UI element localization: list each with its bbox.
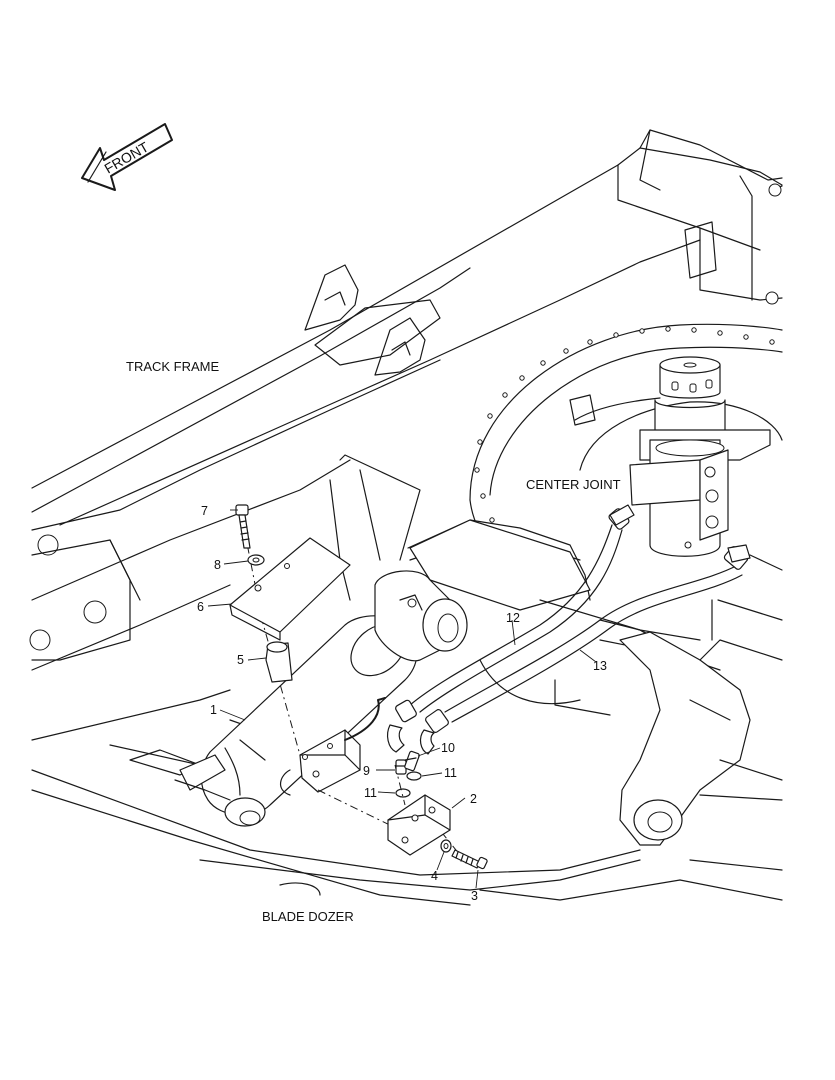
callout-2: 2 [470,792,477,806]
hose-13-upper [749,554,783,571]
callout-4: 4 [431,869,438,883]
part-3-screw [451,849,488,870]
callout-3: 3 [471,889,478,903]
center-joint-label: CENTER JOINT [526,477,621,492]
part-10-fitting [404,750,420,772]
callout-6: 6 [197,600,204,614]
centerline-block [317,789,401,831]
center-joint [629,356,771,557]
center-joint-fitting-left [609,504,635,526]
callout-1: 1 [210,703,217,717]
part-5-spacer [265,641,293,683]
callout-9: 9 [363,764,370,778]
callout-7: 7 [201,504,208,518]
callout-11-left: 11 [364,786,377,800]
callout-12: 12 [506,611,520,625]
callout-8: 8 [214,558,221,572]
lower-frame [31,454,783,906]
track-frame [29,129,783,671]
part-4-washer [440,839,452,853]
callout-11-right: 11 [444,766,457,780]
part-6-bracket [229,537,351,641]
part-7-bolt [235,504,251,549]
part-11-orings [395,771,422,798]
callout-13: 13 [593,659,607,673]
part-2-block [387,794,451,856]
part-8-washer [247,554,265,566]
blade-dozer-label: BLADE DOZER [262,909,354,924]
blade-cylinder [174,570,468,827]
track-frame-label: TRACK FRAME [126,359,220,374]
hose-12 [386,508,630,753]
callout-5: 5 [237,653,244,667]
callout-10: 10 [441,741,455,755]
leader-lines [207,509,597,889]
front-arrow-icon: FRONT [81,123,173,191]
center-joint-fitting-right [727,544,751,563]
